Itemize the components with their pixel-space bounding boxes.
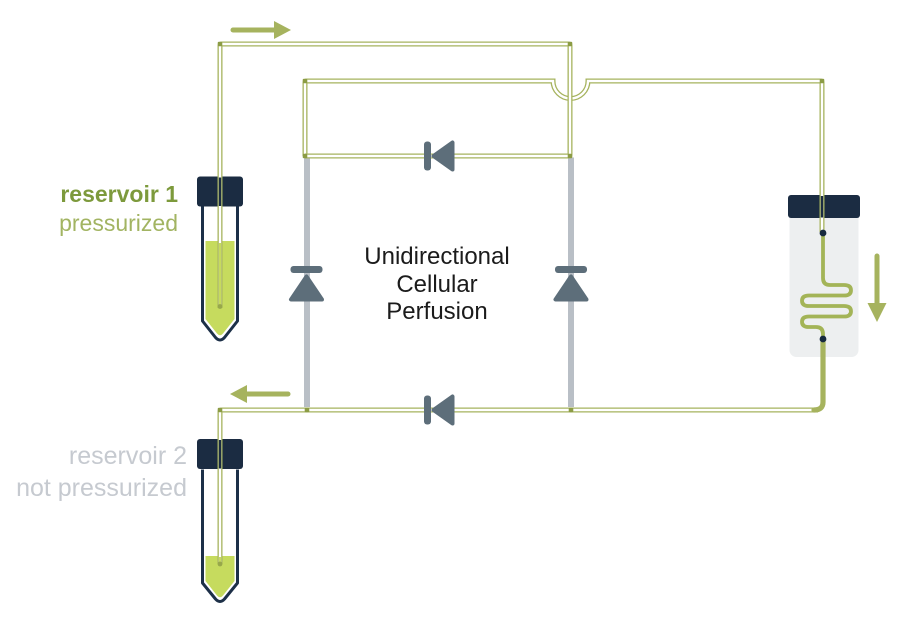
reservoir-1-name: reservoir 1 (60, 181, 178, 207)
chip-inlet-port (819, 229, 827, 237)
title-line-2: Cellular (396, 271, 477, 298)
check-valve-diode-icon (431, 140, 455, 172)
chip-channel (800, 229, 853, 413)
check-valve-bar (555, 266, 587, 273)
tubing-return-line (217, 407, 818, 564)
check-valve-diode-icon (289, 274, 324, 302)
check-valve-right (553, 266, 589, 302)
reservoir-2-label: reservoir 2 not pressurized (16, 442, 187, 502)
check-valve-bar (290, 266, 323, 273)
reservoir-2-status: not pressurized (16, 474, 187, 502)
title-line-3: Perfusion (386, 298, 487, 325)
flow-arrow-top (230, 21, 291, 39)
check-valve-left (289, 266, 324, 302)
reservoir-1-label: reservoir 1 pressurized (59, 181, 178, 236)
check-valve-bar (424, 141, 431, 171)
reservoir-2-dip-tube-tip (217, 561, 223, 567)
check-valve-bar (424, 395, 431, 425)
chip-outlet-tube (811, 339, 826, 413)
flow-arrow-chip (867, 253, 887, 322)
reservoir-2-name: reservoir 2 (69, 442, 187, 470)
reservoir-1-status: pressurized (59, 210, 178, 236)
flow-arrow-bottom (230, 385, 291, 403)
tubing-junction-dots (217, 41, 825, 413)
reservoir-1-dip-tube-tip (217, 304, 223, 309)
check-valve-bottom (424, 394, 455, 426)
check-valve-top (424, 140, 455, 172)
title-line-1: Unidirectional (364, 243, 509, 270)
chip-outlet-port (819, 335, 827, 343)
reservoir-2-liquid (205, 556, 235, 598)
diagram-title: Unidirectional Cellular Perfusion (364, 243, 509, 325)
tube-overlaps (217, 177, 824, 567)
check-valve-diode-icon (431, 394, 455, 426)
check-valve-diode-icon (553, 274, 589, 302)
